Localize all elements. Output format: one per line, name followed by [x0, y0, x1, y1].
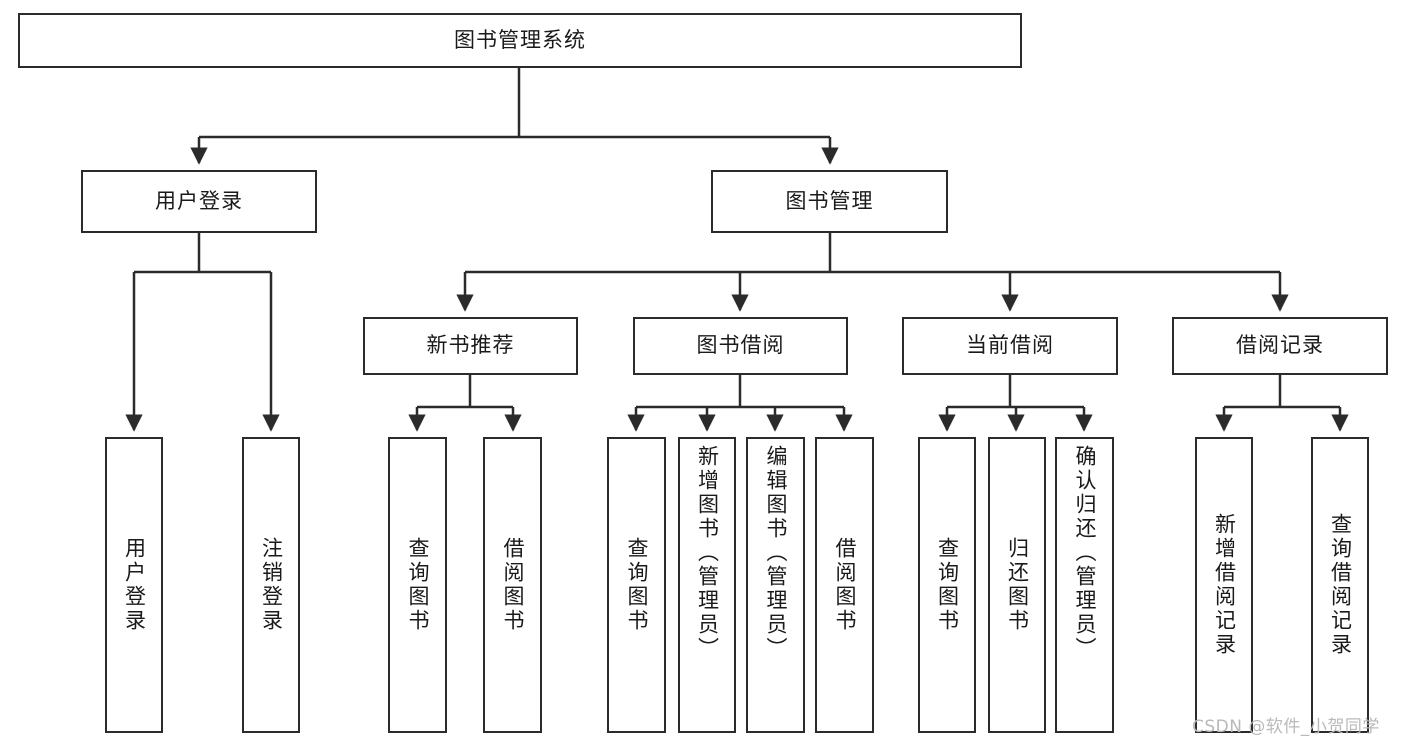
node-current-borrow-label: 当前借阅: [966, 333, 1054, 358]
leaf-borrow-book-2-label: 借阅图书: [833, 537, 857, 633]
leaf-query-book-3-label: 查询图书: [935, 537, 960, 633]
leaf-confirm-return[interactable]: 确认归还（管理员）: [1055, 437, 1114, 733]
node-current-borrow[interactable]: 当前借阅: [902, 317, 1118, 375]
leaf-return-book[interactable]: 归还图书: [988, 437, 1046, 733]
leaf-edit-book[interactable]: 编辑图书（管理员）: [746, 437, 805, 733]
leaf-logout-login-label: 注销登录: [259, 537, 284, 633]
leaf-return-book-label: 归还图书: [1005, 537, 1030, 633]
leaf-query-book-3[interactable]: 查询图书: [918, 437, 976, 733]
node-borrow-record-label: 借阅记录: [1236, 333, 1324, 358]
leaf-query-book-2-label: 查询图书: [625, 537, 649, 633]
leaf-borrow-book-1[interactable]: 借阅图书: [483, 437, 542, 733]
node-root-label: 图书管理系统: [454, 27, 586, 52]
leaf-add-record[interactable]: 新增借阅记录: [1195, 437, 1253, 733]
node-book-manage-label: 图书管理: [785, 188, 874, 213]
leaf-logout-login[interactable]: 注销登录: [242, 437, 300, 733]
leaf-add-book-label: 新增图书（管理员）: [695, 445, 720, 661]
leaf-borrow-book-1-label: 借阅图书: [501, 537, 525, 633]
leaf-query-book-2[interactable]: 查询图书: [607, 437, 666, 733]
node-root[interactable]: 图书管理系统: [18, 13, 1022, 68]
leaf-add-record-label: 新增借阅记录: [1212, 513, 1237, 657]
leaf-query-record[interactable]: 查询借阅记录: [1311, 437, 1369, 733]
leaf-query-book-1[interactable]: 查询图书: [388, 437, 447, 733]
node-book-manage[interactable]: 图书管理: [711, 170, 948, 233]
node-user-login[interactable]: 用户登录: [81, 170, 317, 233]
node-user-login-label: 用户登录: [155, 188, 243, 213]
leaf-add-book[interactable]: 新增图书（管理员）: [678, 437, 736, 733]
leaf-query-record-label: 查询借阅记录: [1328, 513, 1353, 657]
leaf-borrow-book-2[interactable]: 借阅图书: [815, 437, 874, 733]
node-book-borrow-label: 图书借阅: [696, 333, 785, 358]
leaf-user-login[interactable]: 用户登录: [105, 437, 163, 733]
node-new-book-recommend-label: 新书推荐: [426, 333, 515, 358]
leaf-user-login-label: 用户登录: [122, 537, 147, 633]
leaf-query-book-1-label: 查询图书: [406, 537, 430, 633]
node-borrow-record[interactable]: 借阅记录: [1172, 317, 1388, 375]
leaf-edit-book-label: 编辑图书（管理员）: [764, 445, 788, 661]
node-book-borrow[interactable]: 图书借阅: [633, 317, 848, 375]
node-new-book-recommend[interactable]: 新书推荐: [363, 317, 578, 375]
leaf-confirm-return-label: 确认归还（管理员）: [1073, 445, 1097, 661]
